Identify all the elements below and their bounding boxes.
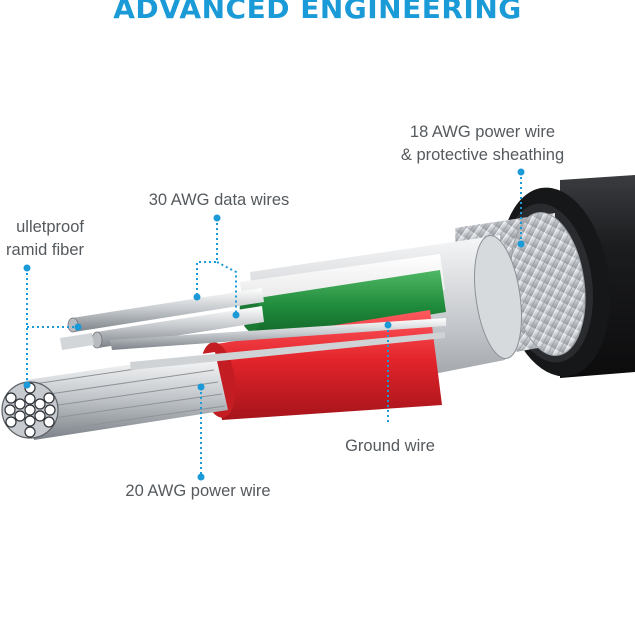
label-data-wires: 30 AWG data wires	[148, 191, 290, 209]
dot-data-wire-2	[232, 311, 240, 319]
dot-ground-wire	[384, 321, 392, 329]
dot-aramid-top	[23, 264, 31, 272]
page-title: ADVANCED ENGINEERING	[113, 0, 522, 25]
dot-power20-bottom	[197, 473, 205, 481]
label-power20: 20 AWG power wire	[125, 482, 271, 500]
dot-power20-wire	[197, 383, 205, 391]
dot-power18-top	[517, 168, 525, 176]
label-aramid-fiber: ulletproof ramid fiber	[6, 218, 84, 259]
dot-power18-sheath	[517, 240, 525, 248]
dot-data-wire-1	[193, 293, 201, 301]
callout-dots	[23, 168, 525, 481]
label-ground-wire: Ground wire	[345, 437, 435, 455]
dot-aramid-bottom	[23, 381, 31, 389]
leader-data-wires-a	[196, 218, 218, 297]
leader-data-wires-b	[216, 261, 237, 315]
dot-data-wires-top	[213, 214, 221, 222]
callout-leaders	[26, 172, 522, 477]
power-conductor-bundle	[1, 318, 446, 440]
data-conductors	[60, 288, 264, 350]
dot-aramid-fiber	[74, 323, 82, 331]
label-power18: 18 AWG power wire & protective sheathing	[400, 123, 565, 164]
